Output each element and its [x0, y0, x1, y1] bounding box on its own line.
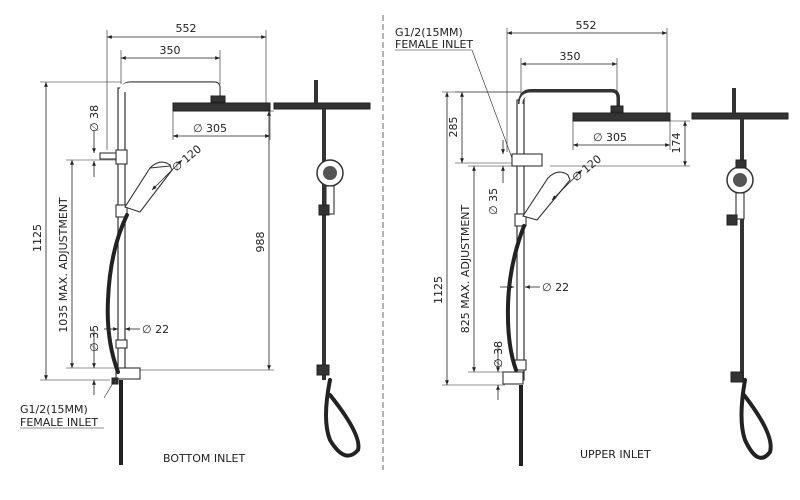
dim-slide-dia: ∅ 22: [142, 323, 169, 336]
dim-inlet-dia-upper: ∅ 38: [492, 341, 505, 368]
dim-top-height: 285: [447, 117, 460, 138]
upper-inlet-side-view: [691, 88, 789, 460]
bottom-inlet-side-view: [273, 80, 371, 458]
dim-total-height-upper: 1125: [432, 276, 445, 304]
dim-rail-dia-upper: ∅ 35: [487, 188, 500, 215]
dim-width-total-upper: 552: [576, 19, 597, 32]
upper-inlet-dimensions: 552 350 ∅ 305 174 285 ∅ 120 ∅ 35 ∅ 22: [395, 19, 690, 461]
dim-rail-height: 988: [254, 232, 267, 253]
dim-total-height: 1125: [31, 224, 44, 252]
dim-head-dia-upper: ∅ 305: [593, 131, 627, 144]
inlet-note-upper-line2: FEMALE INLET: [395, 38, 473, 51]
dim-rail-dia: ∅ 35: [88, 325, 101, 352]
dim-width-total: 552: [176, 22, 197, 35]
dim-slide-dia-upper: ∅ 22: [542, 281, 569, 294]
caption-upper-inlet: UPPER INLET: [580, 448, 651, 461]
dim-adjustment-upper: 825 MAX. ADJUSTMENT: [459, 205, 472, 334]
dim-head-dia: ∅ 305: [193, 122, 227, 135]
upper-inlet-front-view: [502, 89, 671, 466]
dim-adjustment: 1035 MAX. ADJUSTMENT: [57, 197, 70, 333]
dim-arm-length: 350: [160, 44, 181, 57]
dim-handset-dia-upper: ∅ 120: [570, 152, 604, 184]
inlet-note-line2: FEMALE INLET: [20, 416, 98, 429]
dim-handset-dia: ∅ 120: [170, 142, 204, 174]
bottom-inlet-dimensions: 552 350 ∅ 305 ∅ 120 1125 1035 MAX. ADJUS…: [20, 22, 274, 465]
dim-inlet-dia-top: ∅ 38: [88, 105, 101, 132]
inlet-note-upper-line1: G1/2(15MM): [395, 26, 463, 39]
bottom-inlet-front-view: [99, 81, 271, 465]
dim-head-drop: 174: [670, 133, 683, 154]
dim-arm-length-upper: 350: [560, 50, 581, 63]
caption-bottom-inlet: BOTTOM INLET: [163, 452, 245, 465]
inlet-note-line1: G1/2(15MM): [20, 403, 88, 416]
